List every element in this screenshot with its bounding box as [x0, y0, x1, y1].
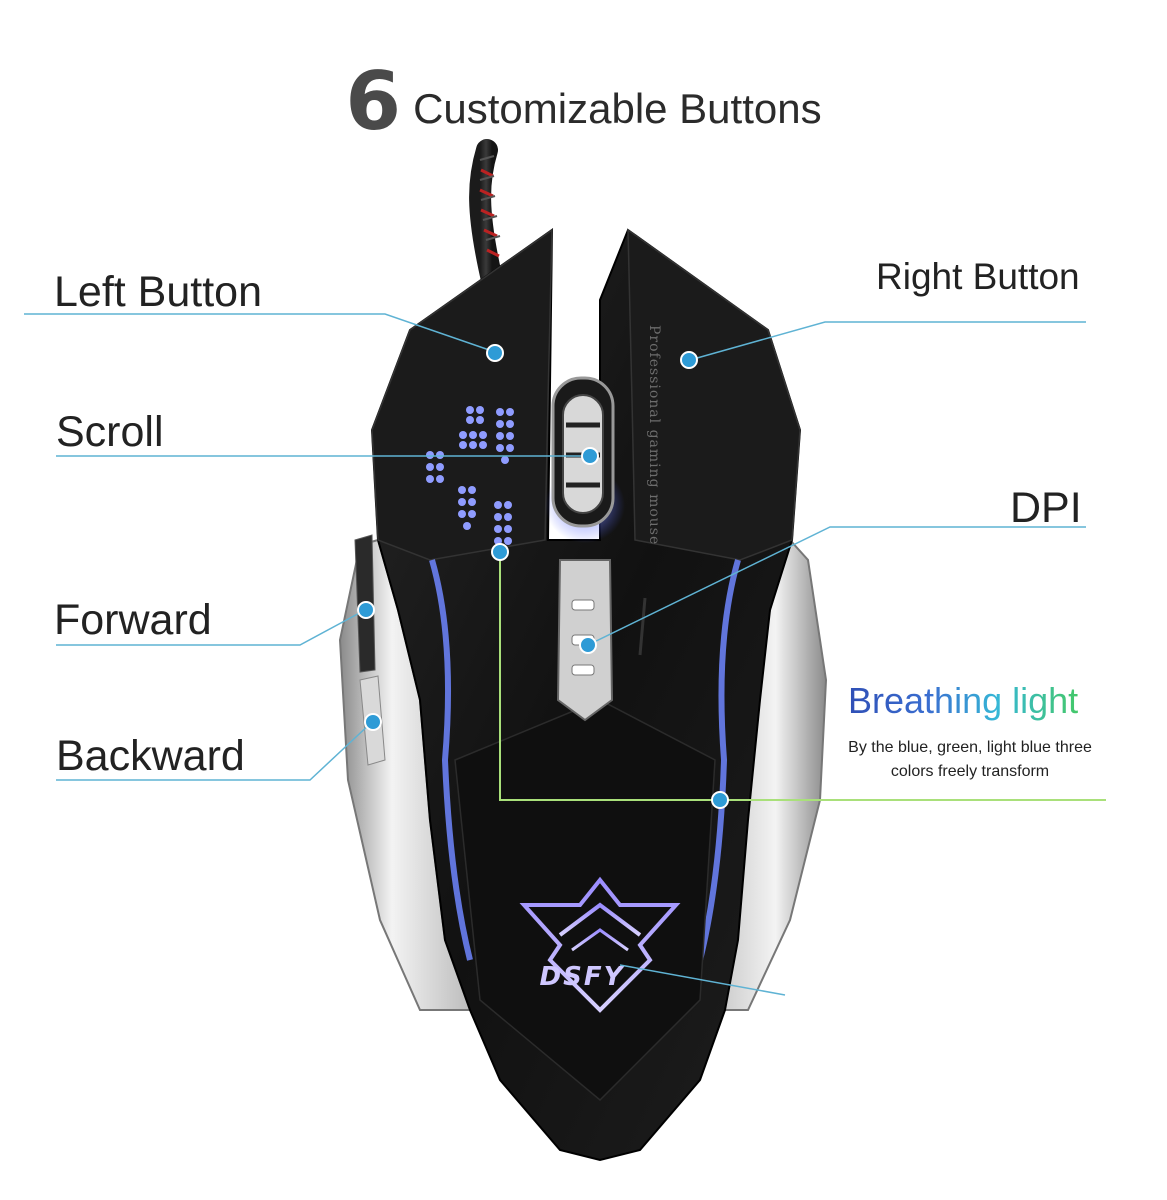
title-text: Customizable Buttons [413, 85, 822, 132]
label-right-button: Right Button [876, 256, 1080, 297]
breathing-desc-line-2: colors freely transform [890, 763, 1050, 780]
breathing-light-heading: Breathing light [848, 680, 1079, 721]
dsfy-logo: DSFY [519, 876, 681, 1013]
label-forward: Forward [54, 596, 212, 644]
label-backward: Backward [56, 732, 245, 780]
breathing-light-description: By the blue, green, light blue three col… [820, 736, 1120, 784]
label-dpi: DPI [1010, 484, 1082, 532]
dsfy-logo-text: DSFY [540, 962, 626, 992]
mouse-cable [469, 139, 503, 291]
breathing-light-callout [499, 552, 1106, 801]
label-left-button: Left Button [54, 268, 262, 316]
callout-lines [24, 313, 1086, 996]
label-scroll: Scroll [56, 408, 164, 456]
title-number: 6 [345, 55, 402, 148]
left-mouse-button[interactable] [371, 228, 553, 561]
breathing-desc-line-1: By the blue, green, light blue three [848, 739, 1092, 756]
mouse-side-text: Professional gaming mouse [646, 325, 662, 545]
right-mouse-button[interactable] [627, 228, 801, 561]
callout-dots [357, 344, 729, 809]
